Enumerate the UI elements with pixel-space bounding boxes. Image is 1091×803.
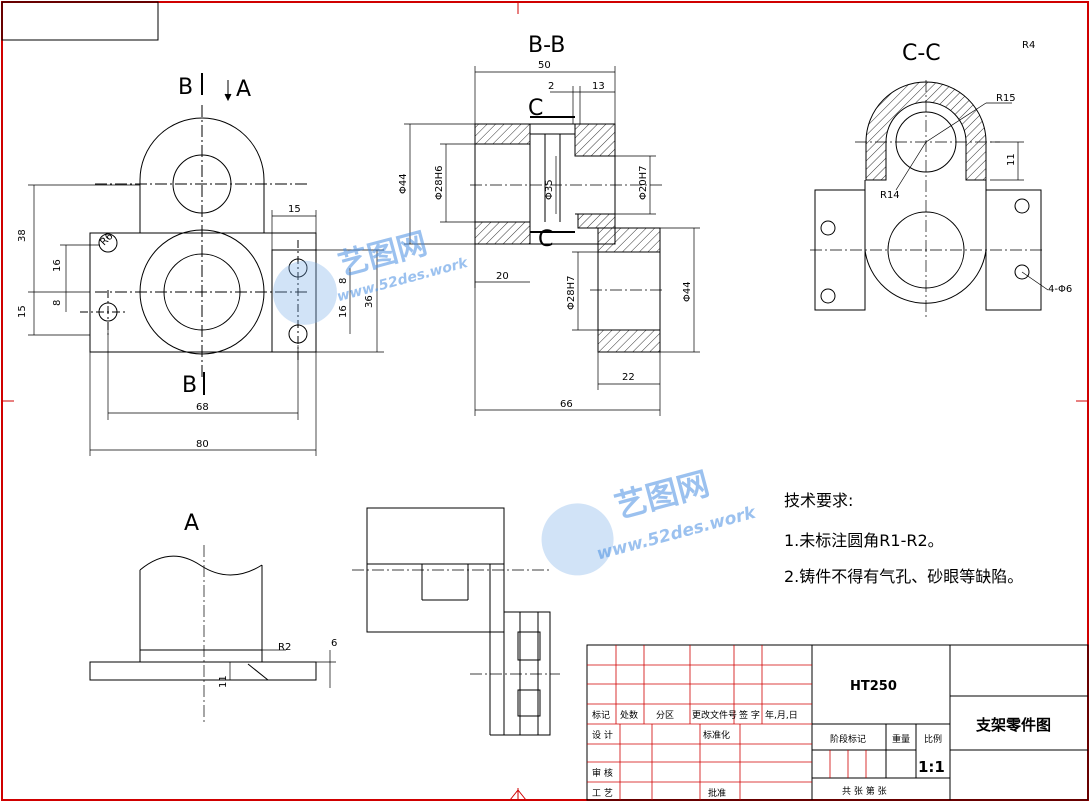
notes-heading: 技术要求:	[784, 491, 853, 510]
dim-16: 16	[52, 259, 63, 272]
tb-col-sign: 签 字	[739, 709, 760, 721]
dim-68: 68	[196, 402, 209, 413]
dim-r2: R2	[278, 642, 291, 653]
dim-80: 80	[196, 439, 209, 450]
view-a-title: A	[184, 511, 199, 536]
notes-line-2: 2.铸件不得有气孔、砂眼等缺陷。	[784, 567, 1023, 586]
section-bb-view	[470, 116, 665, 353]
dim-15: 15	[17, 305, 28, 318]
section-bb-dimensions	[404, 66, 700, 416]
tb-col-count: 处数	[620, 709, 638, 721]
dim-phi35: Φ35	[544, 179, 555, 200]
part-name: 支架零件图	[975, 716, 1051, 734]
dim-r6: R6	[98, 231, 115, 248]
section-c-mark-bottom: C	[538, 227, 553, 252]
corner-label-box	[1, 1, 159, 41]
dim-phi44-left: Φ44	[398, 173, 409, 194]
dim-r14: R14	[880, 190, 900, 201]
tb-scale: 1:1	[918, 758, 945, 776]
dim-phi44-right: Φ44	[682, 281, 693, 302]
view-a	[89, 545, 336, 725]
dim-16-right: 16	[338, 305, 349, 318]
dim-15-top: 15	[288, 204, 301, 215]
tb-col-zone: 分区	[656, 710, 674, 721]
tb-standard: 标准化	[703, 729, 730, 741]
dim-22: 22	[622, 372, 635, 383]
section-cc-view	[810, 80, 1049, 320]
tb-sheets: 共 张 第 张	[842, 785, 887, 797]
dim-50: 50	[538, 60, 551, 71]
dim-phi20h7: Φ20H7	[638, 166, 649, 200]
dim-36: 36	[364, 295, 375, 308]
title-block	[586, 644, 1089, 801]
watermark-globe-icon	[272, 260, 337, 325]
dim-20: 20	[496, 271, 509, 282]
dim-66: 66	[560, 399, 573, 410]
tb-stage: 阶段标记	[830, 733, 866, 745]
watermark-globe-icon	[541, 503, 614, 576]
dim-8-right: 8	[338, 278, 349, 284]
section-c-mark-top: C	[528, 96, 543, 121]
front-view-dimensions	[28, 184, 384, 456]
section-cc-title: C-C	[902, 41, 941, 66]
tb-col-date: 年,月,日	[765, 709, 798, 721]
material-label: HT250	[850, 679, 897, 694]
dim-2: 2	[548, 81, 554, 92]
view-a-direction-mark: A	[236, 77, 251, 102]
dim-38: 38	[17, 229, 28, 242]
side-view	[352, 507, 560, 736]
dim-11-a: 11	[218, 675, 229, 688]
tb-approve: 批准	[708, 787, 726, 799]
dim-13: 13	[592, 81, 605, 92]
notes-line-1: 1.未标注圆角R1-R2。	[784, 531, 944, 550]
front-view	[80, 73, 317, 380]
tb-design: 设 计	[592, 729, 613, 741]
corner-mark: R4	[1022, 40, 1035, 51]
watermark-bottom: 艺图网 www.52des.work	[541, 464, 759, 576]
view-b-bottom-mark: B	[182, 373, 197, 398]
section-bb-title: B-B	[528, 33, 565, 58]
dim-phi28h6: Φ28H6	[434, 166, 445, 200]
dim-4-phi6: 4-Φ6	[1048, 284, 1072, 295]
view-b-section-mark: B	[178, 75, 193, 100]
tb-col-mark: 标记	[592, 709, 610, 721]
tb-process: 工 艺	[592, 788, 613, 799]
dim-phi28h7: Φ28H7	[566, 276, 577, 310]
dim-8: 8	[52, 300, 63, 306]
tb-weight: 重量	[892, 733, 910, 745]
tb-review: 审 核	[592, 767, 613, 779]
tb-scale-label: 比例	[924, 733, 942, 745]
dim-11: 11	[1006, 153, 1017, 166]
title-block-grid	[587, 645, 867, 800]
watermark-top: 艺图网 www.52des.work	[272, 226, 471, 325]
tb-col-docno: 更改文件号	[692, 709, 737, 721]
dim-r15: R15	[996, 93, 1016, 104]
dim-6: 6	[331, 638, 337, 649]
